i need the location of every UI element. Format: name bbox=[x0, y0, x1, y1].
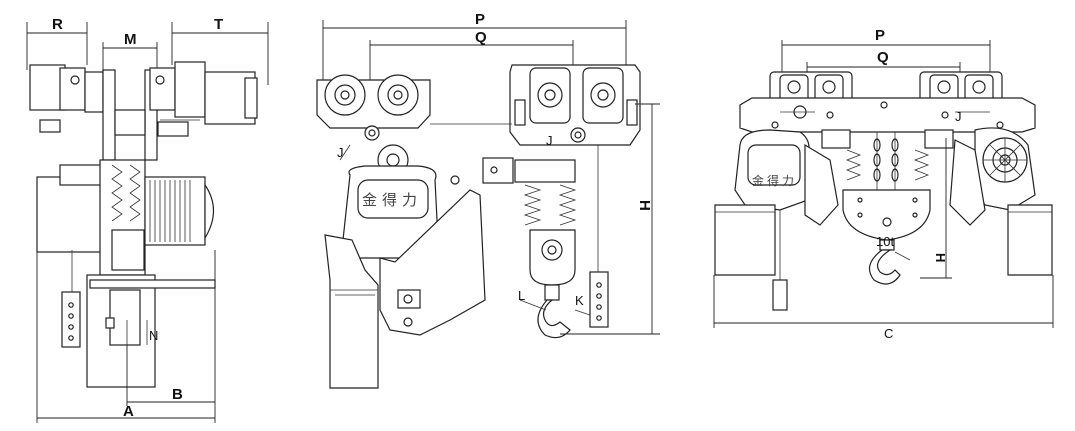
side-hook-block bbox=[482, 157, 591, 339]
dim-label-n: N bbox=[149, 328, 158, 343]
side-right-trolley bbox=[430, 64, 641, 146]
front-view: R M T bbox=[26, 16, 269, 423]
dim-label-m: M bbox=[124, 31, 137, 48]
capacity-label: 10t bbox=[876, 234, 894, 249]
dim-label-c: C bbox=[884, 326, 893, 341]
side-pendant bbox=[589, 145, 609, 328]
dim-label-p-right: P bbox=[875, 27, 885, 44]
dim-label-p: P bbox=[475, 11, 485, 28]
label-l: L bbox=[518, 288, 525, 303]
double-left-hoist: 金得力 bbox=[714, 129, 839, 311]
dim-label-q: Q bbox=[475, 29, 487, 46]
side-view: P Q J bbox=[316, 11, 660, 389]
label-j-right: J bbox=[546, 133, 553, 148]
double-dimensions bbox=[713, 138, 1054, 328]
front-hoist-body bbox=[36, 159, 215, 276]
front-bottom-dimensions bbox=[36, 250, 216, 423]
left-hoist-brand-text: 金得力 bbox=[752, 173, 797, 188]
side-left-trolley bbox=[316, 74, 431, 161]
dim-label-h-right: H bbox=[933, 253, 948, 262]
dim-label-q-right: Q bbox=[877, 49, 889, 66]
front-pendant bbox=[61, 250, 81, 348]
motor-fins bbox=[149, 180, 191, 242]
dim-label-b: B bbox=[172, 386, 183, 403]
side-height-dimension bbox=[560, 103, 660, 335]
double-right-hoist bbox=[949, 127, 1053, 276]
double-center-block bbox=[821, 129, 954, 285]
dim-label-t: T bbox=[214, 16, 223, 33]
dim-label-h: H bbox=[636, 200, 653, 211]
front-chain-bag bbox=[86, 274, 216, 388]
double-trolley-view: P Q J bbox=[713, 27, 1054, 341]
label-k: K bbox=[575, 293, 584, 308]
front-trolley bbox=[29, 61, 258, 161]
dim-label-r: R bbox=[52, 16, 63, 33]
dim-label-a: A bbox=[123, 403, 134, 420]
hoist-brand-text: 金得力 bbox=[362, 191, 422, 209]
label-j-double: J bbox=[955, 109, 962, 124]
side-hoist-body: 金得力 bbox=[324, 144, 486, 389]
double-beam bbox=[739, 97, 1036, 133]
label-j-left: J bbox=[337, 145, 344, 160]
